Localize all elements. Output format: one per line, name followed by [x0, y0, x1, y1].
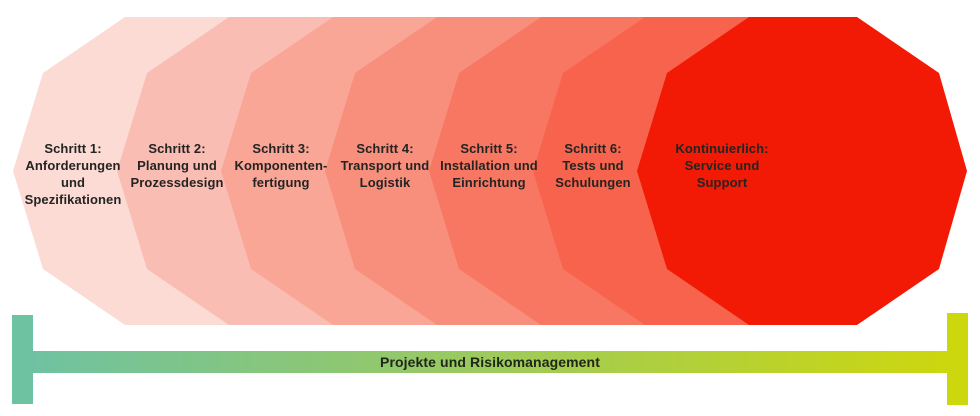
timeline-left-cap [12, 315, 33, 404]
step-label-5: Schritt 5: Installation und Einrichtung [440, 141, 538, 190]
step-label-7: Kontinuierlich: Service und Support [675, 141, 769, 190]
step-shape-7 [637, 17, 967, 325]
step-label-6: Schritt 6: Tests und Schulungen [555, 141, 631, 190]
timeline-right-cap [947, 313, 968, 405]
step-label-3: Schritt 3: Komponenten- fertigung [234, 141, 328, 190]
step-label-1: Schritt 1: Anforderungen und Spezifikati… [24, 141, 122, 207]
timeline-label: Projekte und Risikomanagement [380, 354, 600, 370]
step-label-2: Schritt 2: Planung und Prozessdesign [130, 141, 224, 190]
timeline-bar [33, 351, 947, 373]
step-label-4: Schritt 4: Transport und Logistik [340, 141, 430, 190]
